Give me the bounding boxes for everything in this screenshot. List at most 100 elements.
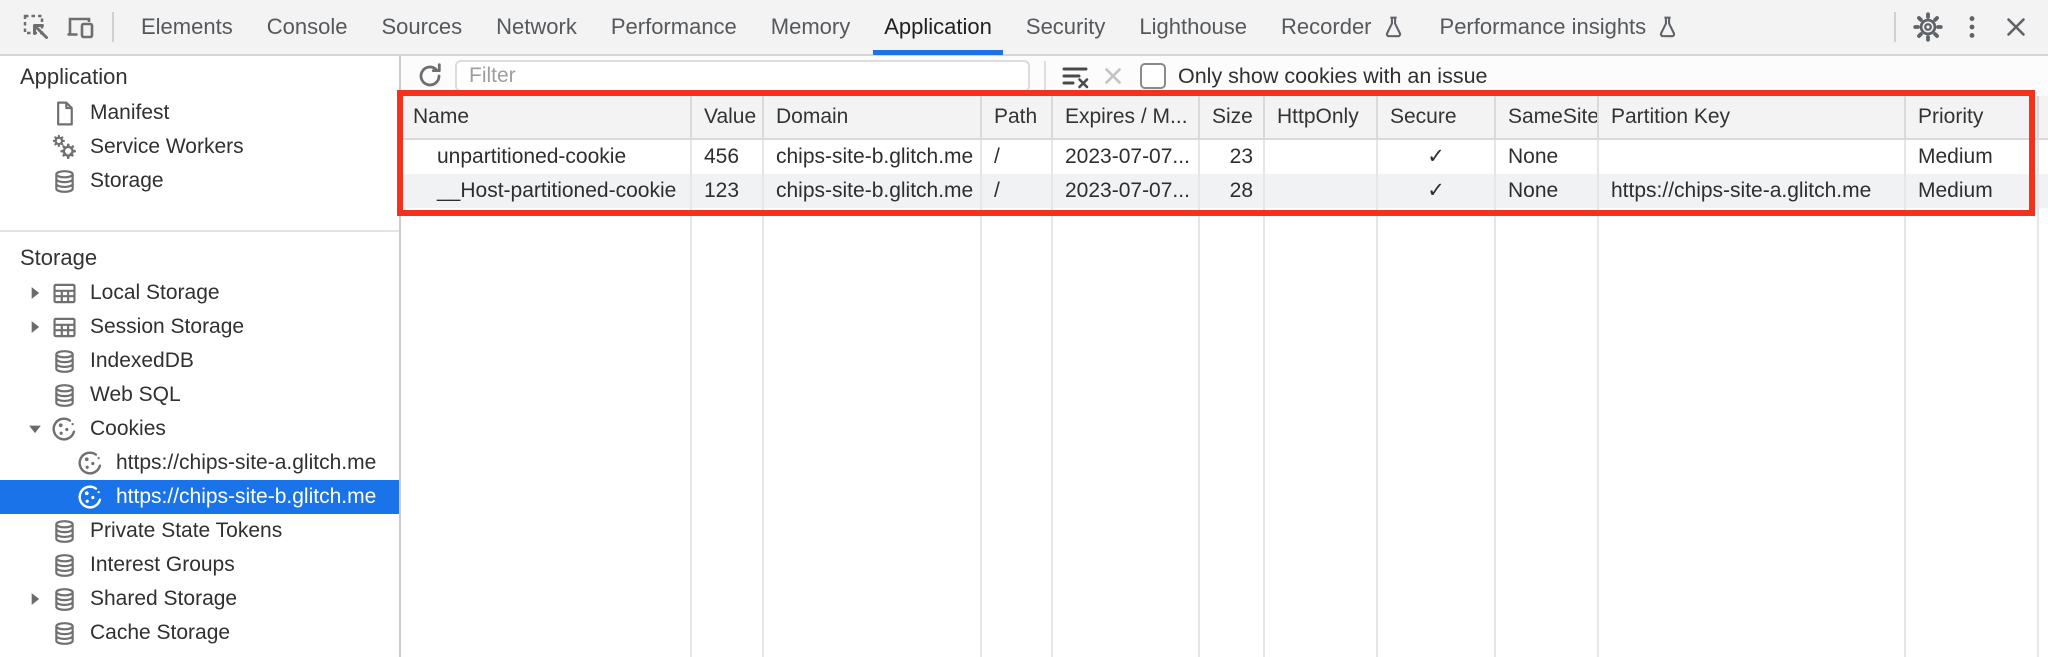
table-filler <box>692 208 764 657</box>
column-header-value[interactable]: Value <box>692 96 764 140</box>
toolbar-separator <box>1894 12 1896 42</box>
cookie-row-cell[interactable]: 123 <box>692 174 764 208</box>
column-header-priority[interactable]: Priority <box>1906 96 2039 140</box>
column-header-samesite[interactable]: SameSite <box>1496 96 1599 140</box>
cookie-row-cell-secure-check[interactable]: ✓ <box>1378 140 1496 174</box>
toggle-device-toolbar-icon[interactable] <box>58 5 102 49</box>
sidebar-item-label: Manifest <box>90 101 170 124</box>
column-header-name[interactable]: Name <box>401 96 692 140</box>
sidebar-item-label: Web SQL <box>90 383 181 406</box>
sidebar-item-cookies[interactable]: Cookies <box>0 412 399 446</box>
tab-security[interactable]: Security <box>1025 14 1106 39</box>
sidebar-item-label: Local Storage <box>90 281 220 304</box>
only-show-issue-checkbox[interactable] <box>1140 63 1166 89</box>
cookie-row-cell[interactable]: Medium <box>1906 140 2039 174</box>
cookie-row-cell[interactable] <box>1265 140 1378 174</box>
cookie-row-cell[interactable]: chips-site-b.glitch.me <box>764 174 982 208</box>
column-header-expires[interactable]: Expires / M... <box>1053 96 1200 140</box>
cookie-row-cell[interactable]: 28 <box>1200 174 1265 208</box>
triangle-collapsed-icon[interactable] <box>22 589 48 609</box>
kebab-menu-icon[interactable] <box>1950 5 1994 49</box>
sidebar-divider <box>0 230 399 232</box>
cookie-row-cell[interactable]: None <box>1496 140 1599 174</box>
cookie-row-cell[interactable]: Medium <box>1906 174 2039 208</box>
tab-network[interactable]: Network <box>496 14 577 39</box>
sidebar-item-session-storage[interactable]: Session Storage <box>0 310 399 344</box>
tab-performance[interactable]: Performance <box>610 14 737 39</box>
cookie-row-cell[interactable]: chips-site-b.glitch.me <box>764 140 982 174</box>
column-header-size[interactable]: Size <box>1200 96 1265 140</box>
column-header-secure[interactable]: Secure <box>1378 96 1496 140</box>
only-show-issue-label[interactable]: Only show cookies with an issue <box>1178 63 1488 88</box>
tab-sources[interactable]: Sources <box>381 14 463 39</box>
clear-filter-icon[interactable] <box>1056 57 1094 95</box>
column-header-partition-key[interactable]: Partition Key <box>1599 96 1906 140</box>
triangle-collapsed-icon[interactable] <box>22 283 48 303</box>
toolbar-separator <box>112 12 114 42</box>
cookie-row-cell[interactable] <box>1599 140 1906 174</box>
sidebar-item-cookies-chips-site-b-selected[interactable]: https://chips-site-b.glitch.me <box>0 480 399 514</box>
table-filler <box>1906 208 2039 657</box>
sidebar-item-cookies-chips-site-a[interactable]: https://chips-site-a.glitch.me <box>0 446 399 480</box>
devtools-body: Application Manifest <box>0 56 2048 657</box>
table-filler <box>1599 208 1906 657</box>
clear-icon[interactable] <box>1094 57 1132 95</box>
sidebar-item-storage[interactable]: Storage <box>0 164 399 198</box>
cookie-filter-input[interactable] <box>455 60 1030 92</box>
sidebar-item-label: Cookies <box>90 417 166 440</box>
sidebar-section-application: Application <box>20 64 128 89</box>
sidebar-item-service-workers[interactable]: Service Workers <box>0 130 399 164</box>
tab-application[interactable]: Application <box>867 0 1009 55</box>
tab-elements[interactable]: Elements <box>141 14 233 39</box>
sidebar-item-label: Cache Storage <box>90 621 231 644</box>
cookie-row-cell[interactable]: unpartitioned-cookie <box>401 140 692 174</box>
table-filler <box>2039 208 2048 657</box>
cookies-table: Name Value Domain Path Expires / M... Si… <box>401 96 2048 657</box>
sidebar-item-cache-storage[interactable]: Cache Storage <box>0 616 399 650</box>
cookie-row-cell[interactable]: / <box>982 174 1053 208</box>
tab-performance-insights[interactable]: Performance insights <box>1423 0 1698 55</box>
cookie-row-cell[interactable]: 456 <box>692 140 764 174</box>
sidebar-item-indexeddb[interactable]: IndexedDB <box>0 344 399 378</box>
cookie-row-cell[interactable] <box>1265 174 1378 208</box>
cookie-row-cell[interactable]: None <box>1496 174 1599 208</box>
inspect-element-icon[interactable] <box>14 5 58 49</box>
table-filler <box>1496 208 1599 657</box>
settings-gear-icon[interactable] <box>1906 5 1950 49</box>
sidebar-item-shared-storage[interactable]: Shared Storage <box>0 582 399 616</box>
refresh-icon[interactable] <box>411 57 449 95</box>
sidebar-item-private-state-tokens[interactable]: Private State Tokens <box>0 514 399 548</box>
sidebar-item-label: Private State Tokens <box>90 519 283 542</box>
sidebar-item-label: Interest Groups <box>90 553 235 576</box>
cookie-row-cell[interactable]: https://chips-site-a.glitch.me <box>1599 174 1906 208</box>
tab-memory[interactable]: Memory <box>770 14 851 39</box>
cookie-row-cell[interactable]: 2023-07-07... <box>1053 140 1200 174</box>
sidebar-item-web-sql[interactable]: Web SQL <box>0 378 399 412</box>
sidebar-item-local-storage[interactable]: Local Storage <box>0 276 399 310</box>
cookie-row-cell[interactable]: / <box>982 140 1053 174</box>
toolbar-separator <box>1044 61 1046 91</box>
devtools-tabbar: Elements Console Sources Network Perform… <box>0 0 2048 56</box>
cookie-row-cell[interactable]: 2023-07-07... <box>1053 174 1200 208</box>
tab-lighthouse[interactable]: Lighthouse <box>1139 14 1248 39</box>
application-sidebar: Application Manifest <box>0 56 401 657</box>
cookie-row-cell[interactable]: 23 <box>1200 140 1265 174</box>
cookie-row-cell-secure-check[interactable]: ✓ <box>1378 174 1496 208</box>
table-filler <box>764 208 982 657</box>
cookie-row-cell[interactable]: __Host-partitioned-cookie <box>401 174 692 208</box>
tab-console[interactable]: Console <box>266 14 348 39</box>
close-icon[interactable] <box>1994 5 2038 49</box>
column-header-domain[interactable]: Domain <box>764 96 982 140</box>
triangle-collapsed-icon[interactable] <box>22 317 48 337</box>
sidebar-item-manifest[interactable]: Manifest <box>0 96 399 130</box>
sidebar-item-interest-groups[interactable]: Interest Groups <box>0 548 399 582</box>
table-filler <box>1200 208 1265 657</box>
tab-recorder-label: Recorder <box>1281 14 1372 39</box>
column-header-httponly[interactable]: HttpOnly <box>1265 96 1378 140</box>
triangle-expanded-icon[interactable] <box>22 419 48 439</box>
flask-icon <box>1655 15 1680 40</box>
table-filler <box>1378 208 1496 657</box>
sidebar-item-label: Storage <box>90 169 164 192</box>
column-header-path[interactable]: Path <box>982 96 1053 140</box>
tab-recorder[interactable]: Recorder <box>1264 0 1422 55</box>
